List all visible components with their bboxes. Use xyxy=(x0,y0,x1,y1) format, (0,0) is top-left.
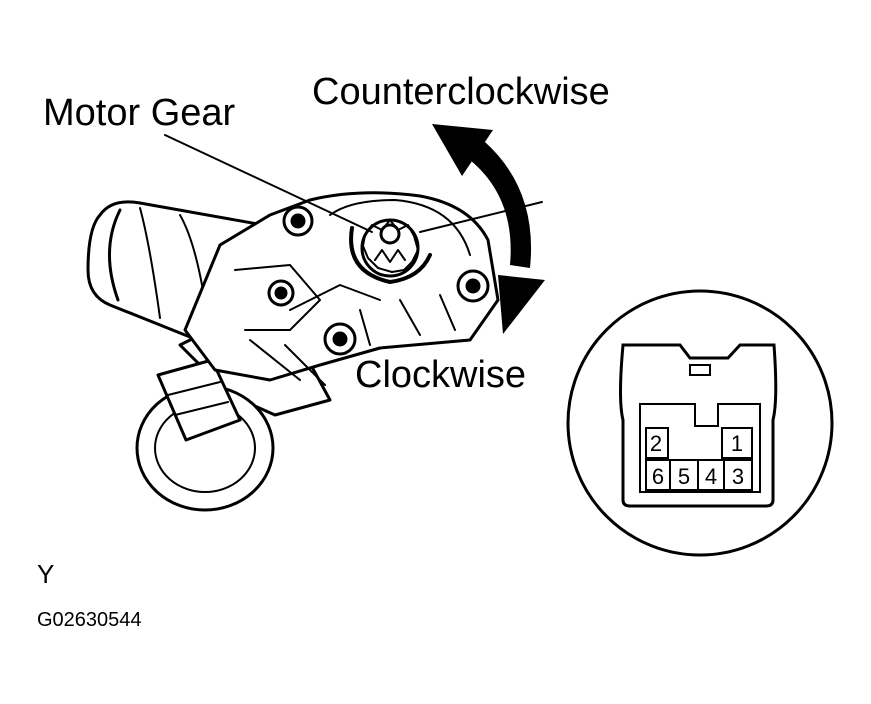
view-letter: Y xyxy=(37,559,55,589)
pin-1-label: 1 xyxy=(731,431,743,456)
pin-5-label: 5 xyxy=(678,464,690,489)
figure-code: G02630544 xyxy=(37,609,142,631)
motor-gear-label: Motor Gear xyxy=(43,92,236,134)
motor-gear xyxy=(349,218,432,284)
pin-4-label: 4 xyxy=(705,464,717,489)
pin-6-label: 6 xyxy=(652,464,664,489)
clockwise-label: Clockwise xyxy=(355,354,527,396)
rotation-arrow xyxy=(432,124,545,334)
counterclockwise-label: Counterclockwise xyxy=(312,71,610,113)
pin-2-label: 2 xyxy=(650,431,662,456)
pin-3-label: 3 xyxy=(732,464,744,489)
mounting-bolts xyxy=(267,205,490,356)
motor-gear-leader xyxy=(164,134,373,233)
connector-view: 2 1 6 5 4 3 xyxy=(566,289,834,557)
gear-housing xyxy=(183,191,500,386)
